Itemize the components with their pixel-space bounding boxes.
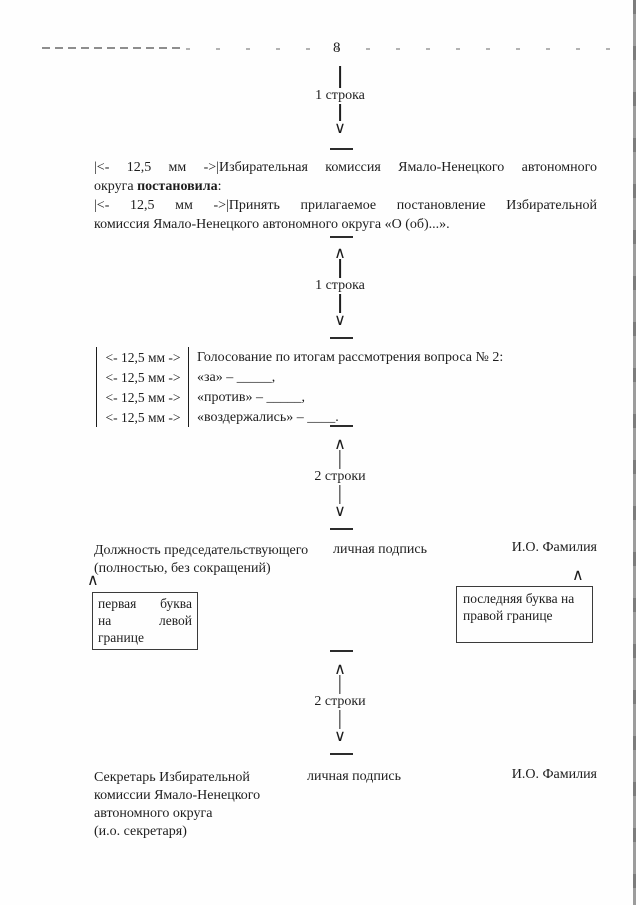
spacer-label: 2 строки [314, 694, 366, 709]
margin-width-note: <- 12,5 мм -> [105, 350, 181, 365]
voting-rows: <- 12,5 мм -> Голосование по итогам расс… [94, 347, 564, 428]
position-title-line: Должность председательствующего [94, 543, 309, 558]
margin-rule-right [188, 347, 190, 427]
spacer-label: 2 строки [314, 469, 366, 484]
line-spacer-1: 1 строка ∨ [315, 66, 365, 137]
position-title-line: (и.о. секретаря) [94, 824, 187, 839]
caret-up-icon: ∧ [87, 570, 99, 589]
paragraph-line: |<- 12,5 мм ->|Избирательная комиссия Ям… [94, 160, 597, 175]
spacer-line [339, 294, 341, 313]
paragraph-line: |<- 12,5 мм ->|Принять прилагаемое поста… [94, 198, 597, 213]
arrow-up-icon: ∧ [334, 243, 346, 262]
arrow-down-icon: ∨ [334, 118, 346, 137]
signature2-sign-label: личная подпись [307, 769, 401, 784]
spacer-line [339, 450, 341, 469]
signature1-position: Должность председательствующего (полност… [94, 542, 308, 577]
callout-word: левой [159, 613, 192, 628]
margin-width-note: <- 12,5 мм -> [105, 410, 181, 425]
page-number: 8 [333, 40, 341, 56]
voting-row-text: Голосование по итогам рассмотрения вопро… [197, 350, 504, 365]
boundary-tick [330, 753, 353, 755]
spacer-line [339, 675, 341, 694]
arrow-down-icon: ∨ [334, 501, 346, 520]
position-title-line: Секретарь Избирательной [94, 770, 250, 785]
boundary-tick [330, 148, 353, 150]
line-spacer-4: ∧ 2 строки ∨ [314, 659, 366, 745]
margin-width-note: <- 12,5 мм -> [105, 390, 181, 405]
callout-word: первая [98, 596, 137, 611]
boundary-tick [330, 650, 353, 652]
callout-line: на левой [98, 612, 192, 629]
margin-rule-left [96, 347, 98, 427]
boundary-tick [330, 528, 353, 530]
voting-row-text: «воздержались» – ____. [197, 410, 339, 425]
caret-up-icon: ∧ [572, 565, 584, 584]
scan-artifact-dashes [186, 48, 632, 50]
voting-row-text: «против» – _____, [197, 390, 306, 405]
callout-line: первая буква [98, 595, 192, 612]
callout-line: последняя буква на [463, 591, 575, 606]
spacer-line [339, 710, 341, 729]
spacer-line [339, 259, 341, 278]
callout-line: границе [98, 629, 192, 646]
voting-row-text: «за» – _____, [197, 370, 276, 385]
paragraph-text: : [217, 179, 222, 194]
voting-row: <- 12,5 мм -> Голосование по итогам расс… [94, 348, 564, 368]
paragraph-bold-text: постановила [137, 179, 218, 194]
spacer-line [339, 485, 341, 504]
arrow-up-icon: ∧ [334, 434, 346, 453]
resolution-paragraph: |<- 12,5 мм ->|Избирательная комиссия Ям… [94, 158, 597, 234]
arrow-down-icon: ∨ [334, 310, 346, 329]
signature2-position: Секретарь Избирательной комиссии Ямало-Н… [94, 769, 260, 841]
signature1-sign-label: личная подпись [333, 542, 427, 557]
signature2-name-label: И.О. Фамилия [511, 767, 597, 782]
boundary-tick [330, 425, 353, 427]
callout-box-left: первая буква на левой границе [92, 592, 198, 650]
spacer-label: 1 строка [315, 278, 365, 293]
margin-width-note: <- 12,5 мм -> [105, 370, 181, 385]
callout-word: буква [160, 596, 192, 611]
spacer-line [339, 104, 341, 121]
boundary-tick [330, 236, 353, 238]
arrow-up-icon: ∧ [334, 659, 346, 678]
scan-artifact-page-edge [633, 0, 636, 905]
callout-box-right: последняя буква на правой границе [456, 586, 593, 643]
position-title-line: (полностью, без сокращений) [94, 560, 271, 576]
spacer-line [339, 66, 341, 88]
callout-word: на [98, 613, 112, 628]
callout-word: границе [98, 630, 144, 645]
position-title-line: автономного округа [94, 806, 213, 821]
voting-row: <- 12,5 мм -> «за» – _____, [94, 368, 564, 388]
voting-row: <- 12,5 мм -> «против» – _____, [94, 388, 564, 408]
scan-artifact-dashes [42, 47, 182, 49]
spacer-label: 1 строка [315, 88, 365, 103]
paragraph-line: округа постановила: [94, 177, 597, 196]
voting-row: <- 12,5 мм -> «воздержались» – ____. [94, 408, 564, 428]
voting-block: <- 12,5 мм -> Голосование по итогам расс… [94, 347, 564, 428]
line-spacer-3: ∧ 2 строки ∨ [314, 434, 366, 520]
callout-line: правой границе [463, 608, 553, 623]
line-spacer-2: ∧ 1 строка ∨ [315, 243, 365, 329]
arrow-down-icon: ∨ [334, 726, 346, 745]
boundary-tick [330, 337, 353, 339]
position-title-line: комиссии Ямало-Ненецкого [94, 788, 261, 803]
paragraph-line: комиссия Ямало-Ненецкого автономного окр… [94, 217, 450, 232]
paragraph-text: округа [94, 179, 138, 194]
signature1-name-label: И.О. Фамилия [511, 540, 597, 555]
